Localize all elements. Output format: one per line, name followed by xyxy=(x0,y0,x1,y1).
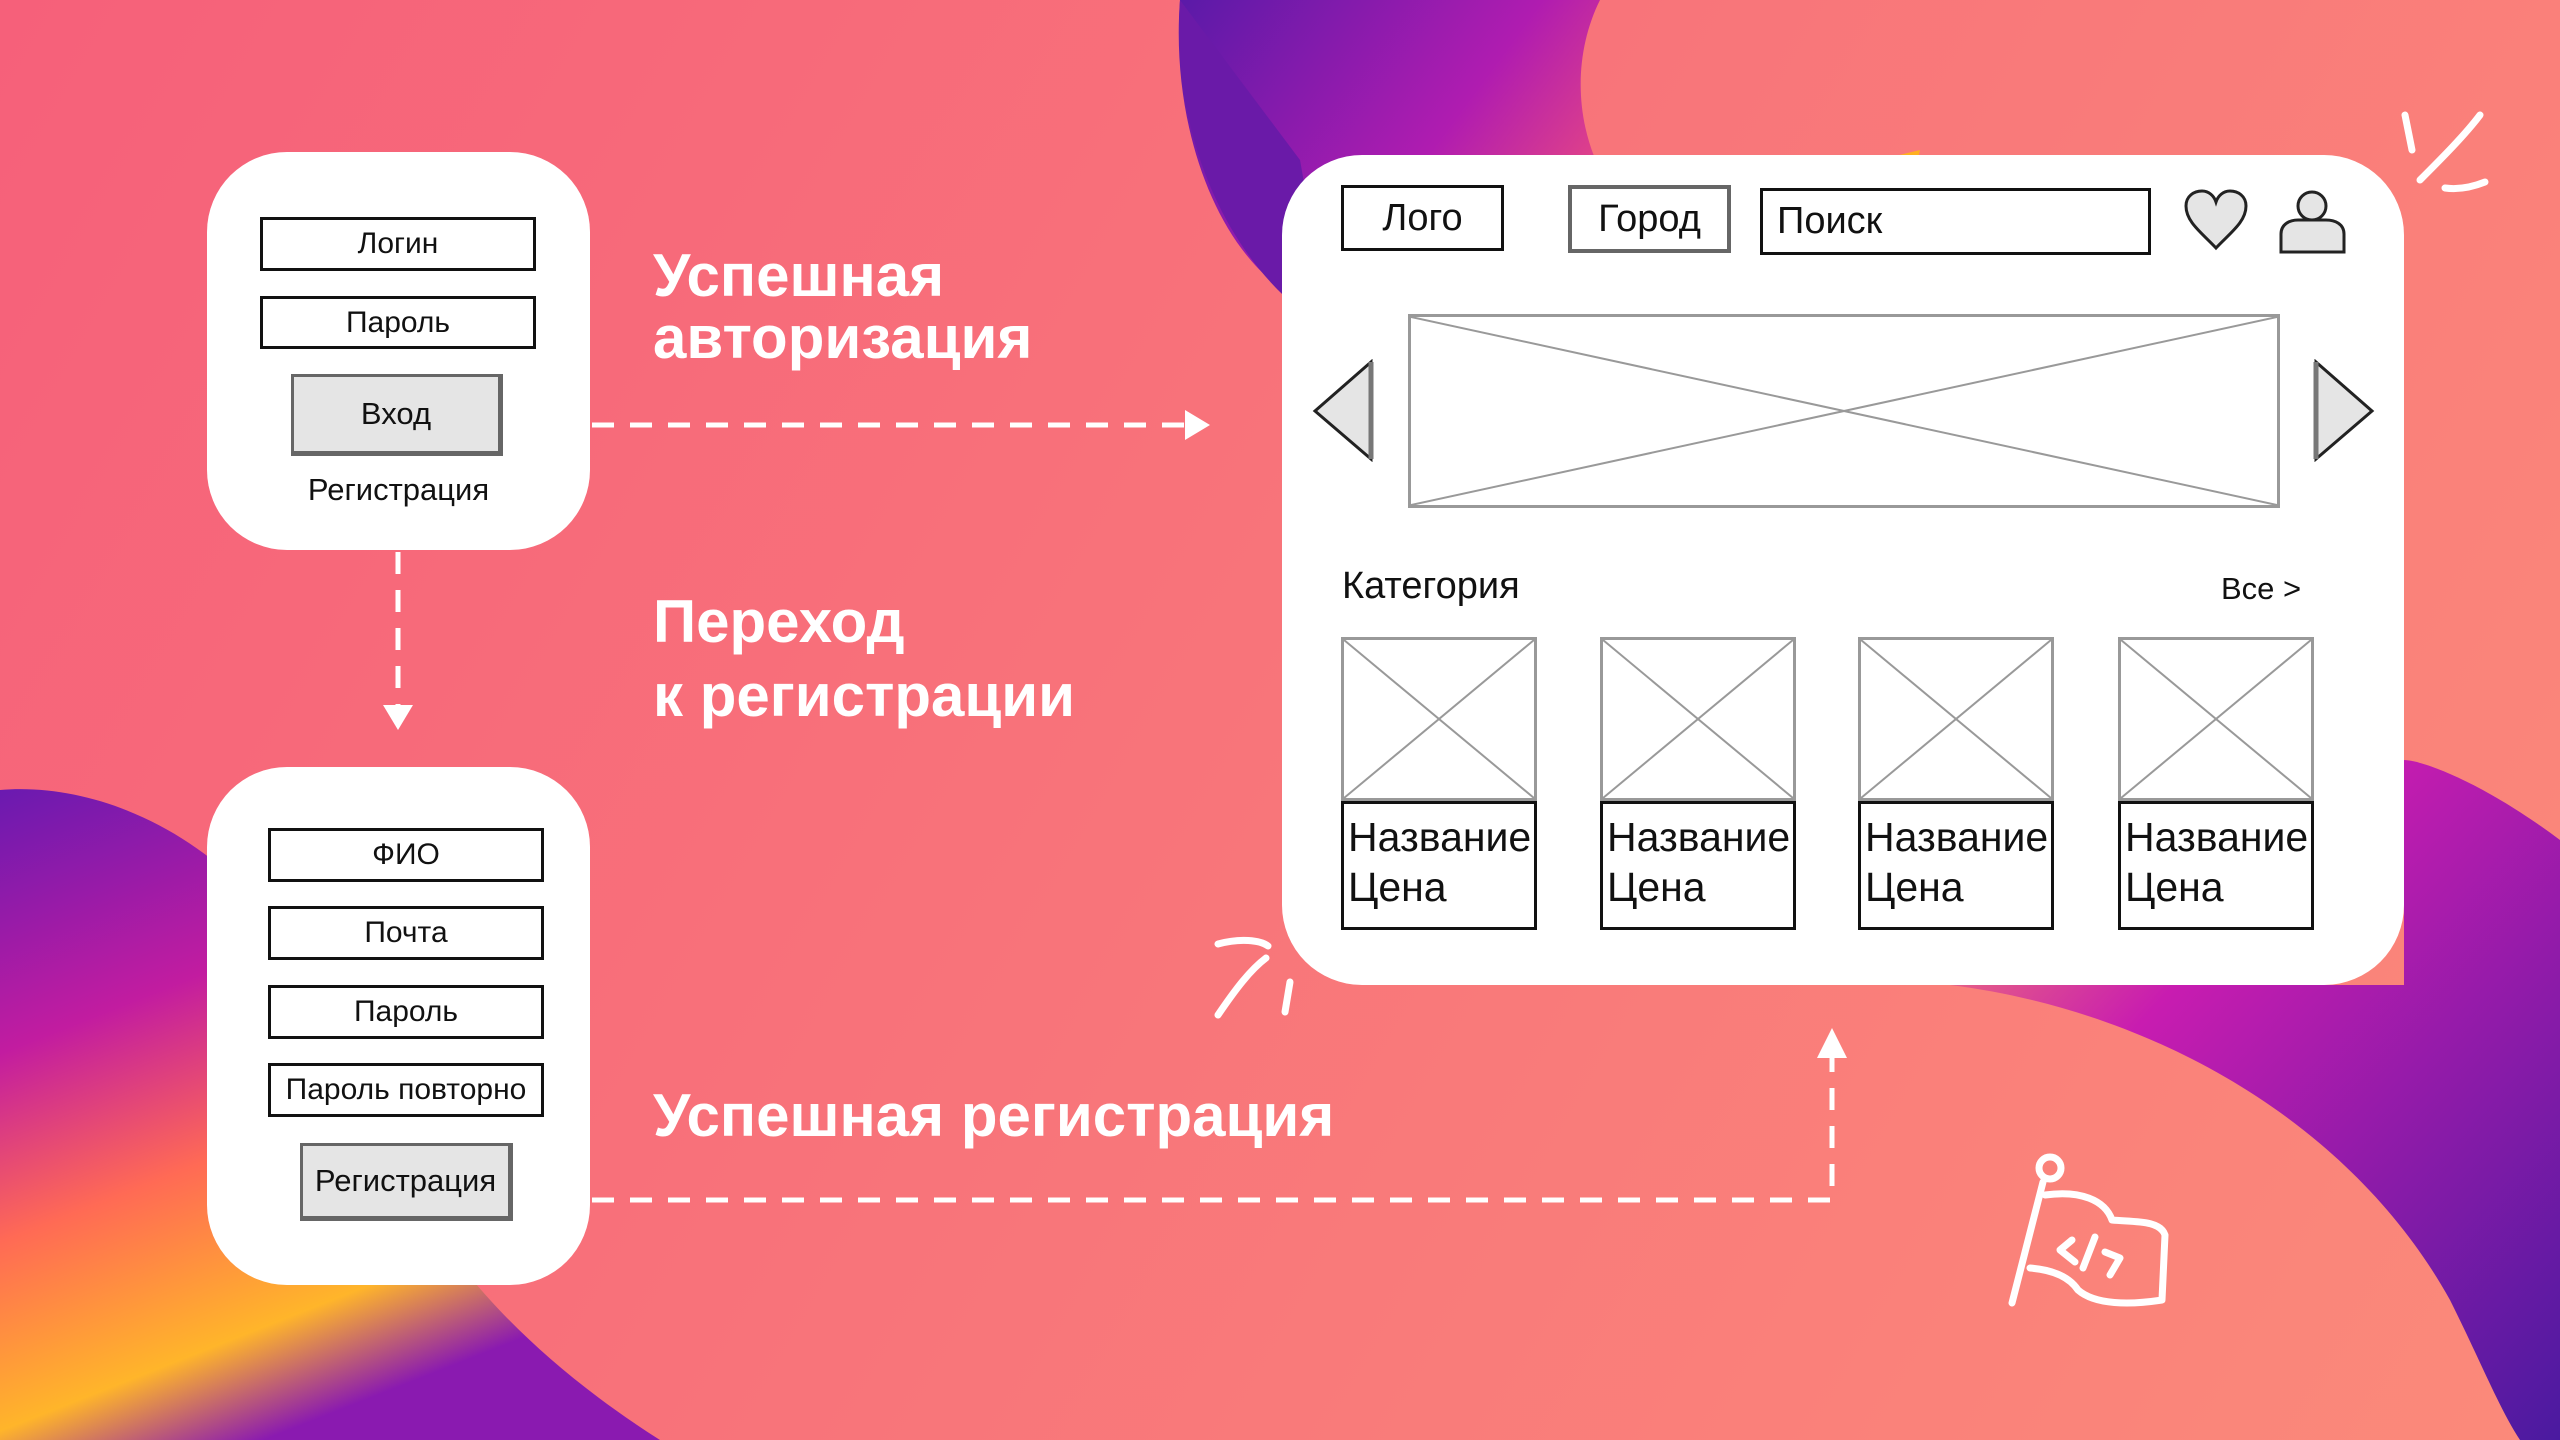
product-image-placeholder xyxy=(2118,637,2314,801)
blob-bottom-right xyxy=(1950,760,2560,1440)
carousel-next-icon[interactable] xyxy=(2312,359,2376,462)
register-link[interactable]: Регистрация xyxy=(307,472,490,507)
city-button[interactable]: Город xyxy=(1568,185,1731,253)
full-name-field[interactable]: ФИО xyxy=(268,828,544,882)
search-input[interactable]: Поиск xyxy=(1760,188,2151,255)
sparkle-bottom-left xyxy=(1214,936,1294,1019)
product-name: Название xyxy=(1348,814,1532,860)
password-field[interactable]: Пароль xyxy=(260,296,536,349)
label-line: Переход xyxy=(653,588,905,655)
carousel-prev-icon[interactable] xyxy=(1311,359,1375,462)
login-field[interactable]: Логин xyxy=(260,217,536,271)
product-price: Цена xyxy=(1865,864,1964,910)
label-to-register: Переход к регистрации xyxy=(653,585,1075,733)
product-name: Название xyxy=(2125,814,2309,860)
login-card: Логин Пароль Вход Регистрация xyxy=(207,152,590,550)
code-flag-icon xyxy=(2008,1153,2169,1307)
product-price: Цена xyxy=(1607,864,1706,910)
product-image-placeholder xyxy=(1600,637,1796,801)
login-button[interactable]: Вход xyxy=(291,374,503,456)
label-line: Успешная xyxy=(653,242,945,309)
label-auth-success: Успешная авторизация xyxy=(653,245,1032,369)
arrowhead-down xyxy=(383,705,413,730)
category-title: Категория xyxy=(1342,565,1520,607)
product-price: Цена xyxy=(2125,864,2224,910)
label-line: к регистрации xyxy=(653,662,1076,729)
all-link[interactable]: Все > xyxy=(2221,571,2302,606)
banner-image-placeholder[interactable] xyxy=(1408,314,2280,508)
product-image-placeholder xyxy=(1858,637,2054,801)
arrowhead-up xyxy=(1817,1028,1847,1058)
register-card: ФИО Почта Пароль Пароль повторно Регистр… xyxy=(207,767,590,1285)
sparkle-top-right xyxy=(2401,111,2489,192)
user-icon[interactable] xyxy=(2278,188,2347,254)
product-name: Название xyxy=(1865,814,2049,860)
label-register-success: Успешная регистрация xyxy=(653,1082,1335,1149)
password-repeat-field[interactable]: Пароль повторно xyxy=(268,1063,544,1117)
product-name: Название xyxy=(1607,814,1791,860)
label-line: авторизация xyxy=(653,304,1033,371)
email-field[interactable]: Почта xyxy=(268,906,544,960)
product-image-placeholder xyxy=(1341,637,1537,801)
register-button[interactable]: Регистрация xyxy=(300,1143,513,1221)
home-wireframe-card: Лого Город Поиск Категория Все > Названи… xyxy=(1282,155,2404,985)
arrowhead-right xyxy=(1185,410,1210,440)
heart-icon[interactable] xyxy=(2182,188,2250,253)
product-price: Цена xyxy=(1348,864,1447,910)
arrow-success-line xyxy=(592,1058,1835,1203)
password-field[interactable]: Пароль xyxy=(268,985,544,1039)
logo[interactable]: Лого xyxy=(1341,185,1504,251)
